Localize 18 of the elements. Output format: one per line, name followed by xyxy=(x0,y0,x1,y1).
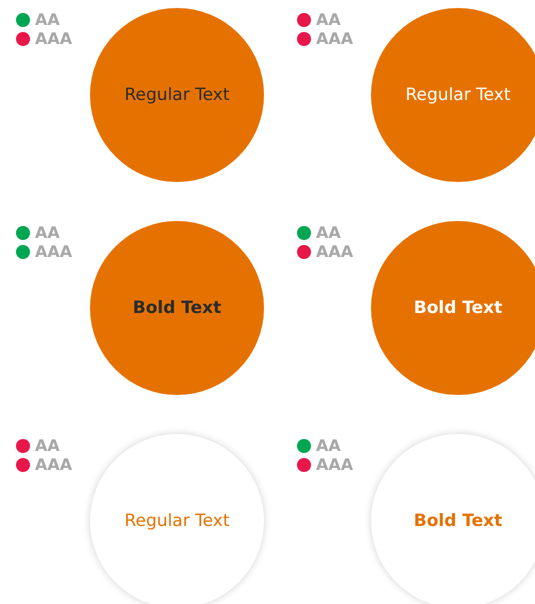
level-label: AA xyxy=(35,436,60,455)
level-label: AAA xyxy=(316,29,354,48)
level-label: AA xyxy=(316,223,341,242)
sample-text: Bold Text xyxy=(414,511,502,531)
sample-text: Bold Text xyxy=(132,298,222,318)
level-label: AAA xyxy=(35,29,72,48)
sample-text: Regular Text xyxy=(406,85,510,105)
sample-text: Regular Text xyxy=(124,511,230,531)
sample-text: Bold Text xyxy=(414,298,502,318)
level-label: AA xyxy=(35,10,60,29)
level-label: AAA xyxy=(35,242,72,261)
level-label: AA xyxy=(316,436,341,455)
level-label: AA xyxy=(316,10,341,29)
level-label: AAA xyxy=(316,455,354,474)
sample-text: Regular Text xyxy=(124,85,230,105)
level-label: AAA xyxy=(35,455,72,474)
level-label: AA xyxy=(35,223,60,242)
level-label: AAA xyxy=(316,242,354,261)
